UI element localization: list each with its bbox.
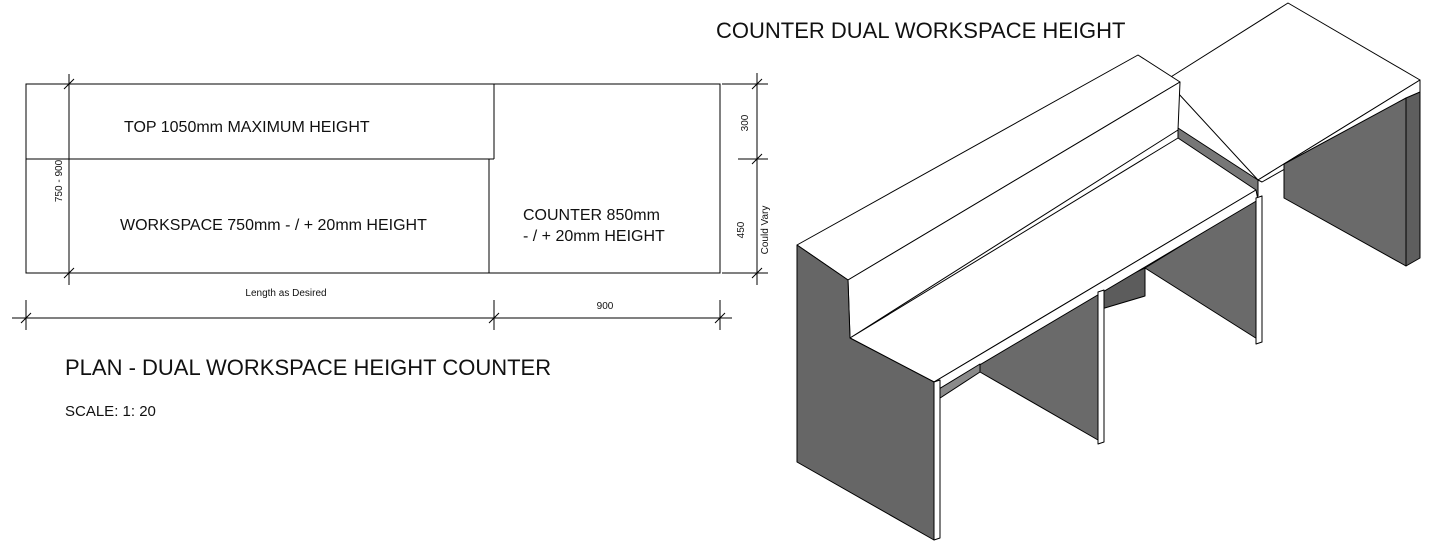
dim-bottom-tick-3 bbox=[714, 312, 726, 324]
plan-workspace-label: WORKSPACE 750mm - / + 20mm HEIGHT bbox=[120, 217, 427, 234]
dim-left-tick-top bbox=[63, 78, 75, 90]
counter-wing-inner-panel bbox=[1283, 97, 1407, 267]
dim-bottom-counter: 900 bbox=[597, 301, 614, 312]
plan-counter-label-2: - / + 20mm HEIGHT bbox=[523, 228, 665, 245]
dim-left-vertical: 750 - 900 bbox=[54, 159, 65, 202]
left-end-panel-edge bbox=[933, 379, 941, 541]
plan-title: PLAN - DUAL WORKSPACE HEIGHT COUNTER bbox=[65, 355, 551, 380]
plan-view: 750 - 900 300 450 Could Vary Length as D… bbox=[12, 73, 771, 420]
dim-right-tick-2 bbox=[751, 153, 763, 165]
dim-right-tick-1 bbox=[751, 78, 763, 90]
dim-right-top: 300 bbox=[740, 114, 751, 131]
dim-bottom-tick-1 bbox=[20, 312, 32, 324]
dim-right-tick-3 bbox=[751, 267, 763, 279]
isometric-view: COUNTER DUAL WORKSPACE HEIGHT bbox=[716, 2, 1421, 541]
plan-top-label: TOP 1050mm MAXIMUM HEIGHT bbox=[124, 119, 370, 136]
plan-outline bbox=[25, 83, 721, 274]
leg-panel-right bbox=[1255, 195, 1263, 345]
leg-panel-middle bbox=[1097, 289, 1105, 445]
dim-bottom-length: Length as Desired bbox=[245, 288, 326, 299]
plan-counter-label-1: COUNTER 850mm bbox=[523, 207, 660, 224]
dim-bottom-tick-2 bbox=[488, 312, 500, 324]
dim-right-note: Could Vary bbox=[760, 206, 771, 255]
counter-wing-end-panel bbox=[1405, 91, 1421, 267]
dim-right-bottom: 450 bbox=[736, 221, 747, 238]
dim-left-tick-bottom bbox=[63, 267, 75, 279]
iso-title: COUNTER DUAL WORKSPACE HEIGHT bbox=[716, 18, 1125, 43]
plan-scale: SCALE: 1: 20 bbox=[65, 403, 156, 420]
